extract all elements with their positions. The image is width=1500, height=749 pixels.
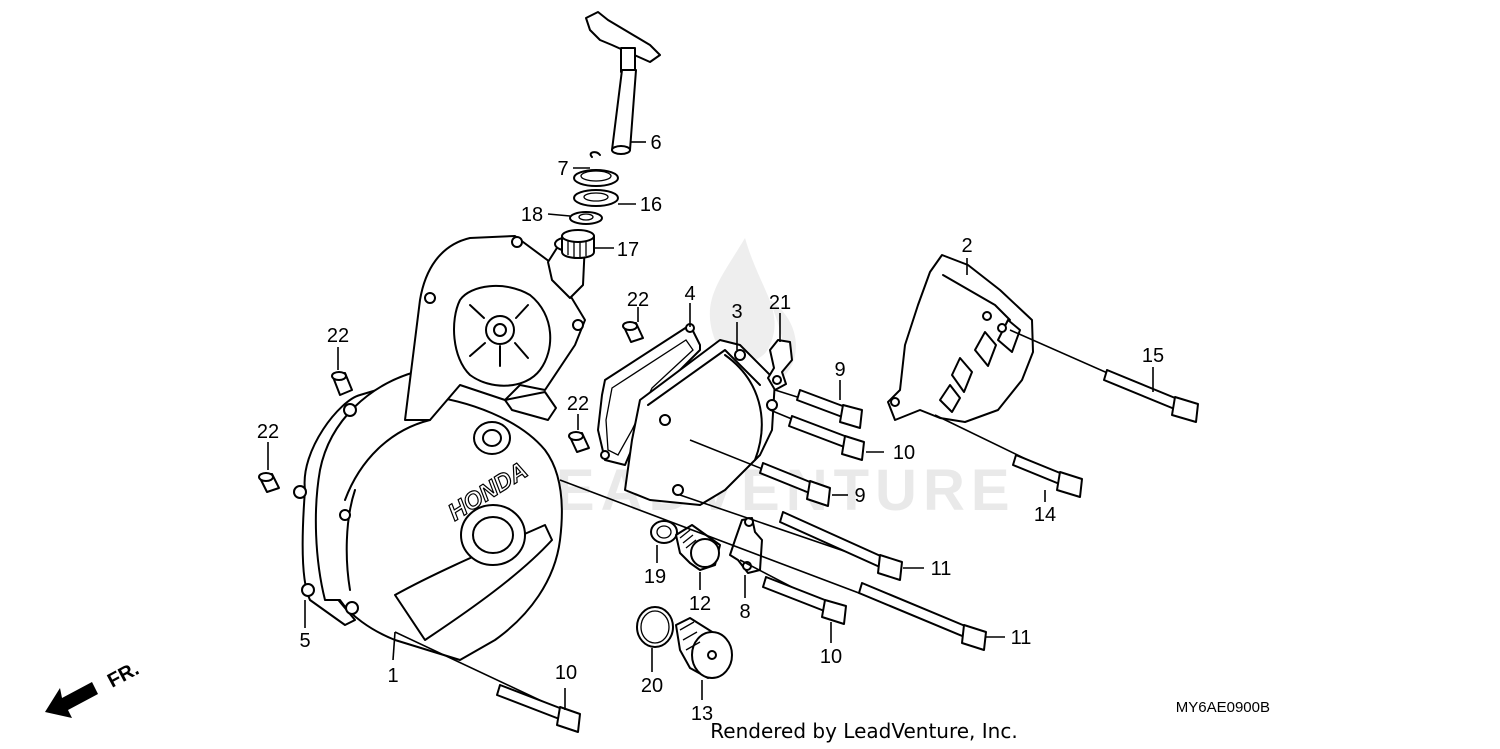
callout-leaders xyxy=(267,141,1154,710)
callout-12: 12 xyxy=(689,593,711,615)
callout-16: 16 xyxy=(640,194,662,216)
part-19-washer xyxy=(650,520,678,544)
part-22-dowel-a xyxy=(331,371,353,396)
callout-5: 5 xyxy=(299,630,310,652)
callout-21: 21 xyxy=(769,292,791,314)
part-17-bearing xyxy=(561,229,595,259)
part-12-plug xyxy=(675,524,721,571)
front-direction-label: FR. xyxy=(104,658,143,693)
callout-2: 2 xyxy=(961,235,972,257)
part-7-clip xyxy=(589,151,601,158)
callout-22-a: 22 xyxy=(327,325,349,347)
callout-8: 8 xyxy=(739,601,750,623)
callout-20: 20 xyxy=(641,675,663,697)
callout-19: 19 xyxy=(644,566,666,588)
callout-17: 17 xyxy=(617,239,639,261)
front-direction-arrow-icon: FR. xyxy=(45,658,143,718)
part-13-plug xyxy=(675,617,733,679)
part-18-washer xyxy=(569,211,603,225)
bolt-15 xyxy=(1009,329,1199,423)
diagram-code: MY6AE0900B xyxy=(1176,699,1270,716)
callout-13: 13 xyxy=(691,703,713,725)
callout-3: 3 xyxy=(731,301,742,323)
part-6-shaft xyxy=(585,11,661,155)
part-8-clamp xyxy=(729,517,763,574)
bolt-11-lower xyxy=(559,479,987,651)
callout-22-b: 22 xyxy=(257,421,279,443)
callout-9-upper: 9 xyxy=(834,359,845,381)
part-2-cover xyxy=(887,254,1034,423)
bolt-11-upper xyxy=(679,494,903,581)
footer-rendered-by: Rendered by LeadVenture, Inc. xyxy=(710,719,1017,743)
callouts: 1 2 3 4 5 6 7 8 9 9 10 10 10 11 11 12 13… xyxy=(257,132,1164,725)
callout-14: 14 xyxy=(1034,504,1056,526)
bolt-10-upper xyxy=(769,409,865,461)
callout-9-lower: 9 xyxy=(854,485,865,507)
callout-15: 15 xyxy=(1142,345,1164,367)
callout-7: 7 xyxy=(557,158,568,180)
part-22-dowel-c xyxy=(622,321,644,343)
bolt-9-lower xyxy=(689,439,831,507)
callout-11-upper: 11 xyxy=(931,558,952,580)
part-16-oil-seal xyxy=(573,169,619,207)
callout-22-d: 22 xyxy=(567,393,589,415)
callout-10-upper: 10 xyxy=(893,442,915,464)
callout-10-lower: 10 xyxy=(555,662,577,684)
part-22-dowel-d xyxy=(568,431,590,453)
callout-22-c: 22 xyxy=(627,289,649,311)
bolt-9-upper xyxy=(774,389,863,429)
callout-18: 18 xyxy=(521,204,543,226)
part-1-left-crankcase-cover: HONDA xyxy=(293,235,586,661)
callout-1: 1 xyxy=(387,665,398,687)
part-3-cover xyxy=(624,339,778,506)
part-22-dowel-b xyxy=(258,472,280,493)
bolt-10-mid xyxy=(739,559,847,625)
part-20-o-ring xyxy=(636,606,674,648)
callout-11-lower: 11 xyxy=(1011,627,1032,649)
callout-10-mid: 10 xyxy=(820,646,842,668)
bolt-14 xyxy=(934,414,1083,498)
bolt-10-lower xyxy=(394,631,581,733)
callout-4: 4 xyxy=(684,283,695,305)
part-21-clamp xyxy=(767,339,793,391)
callout-6: 6 xyxy=(650,132,661,154)
